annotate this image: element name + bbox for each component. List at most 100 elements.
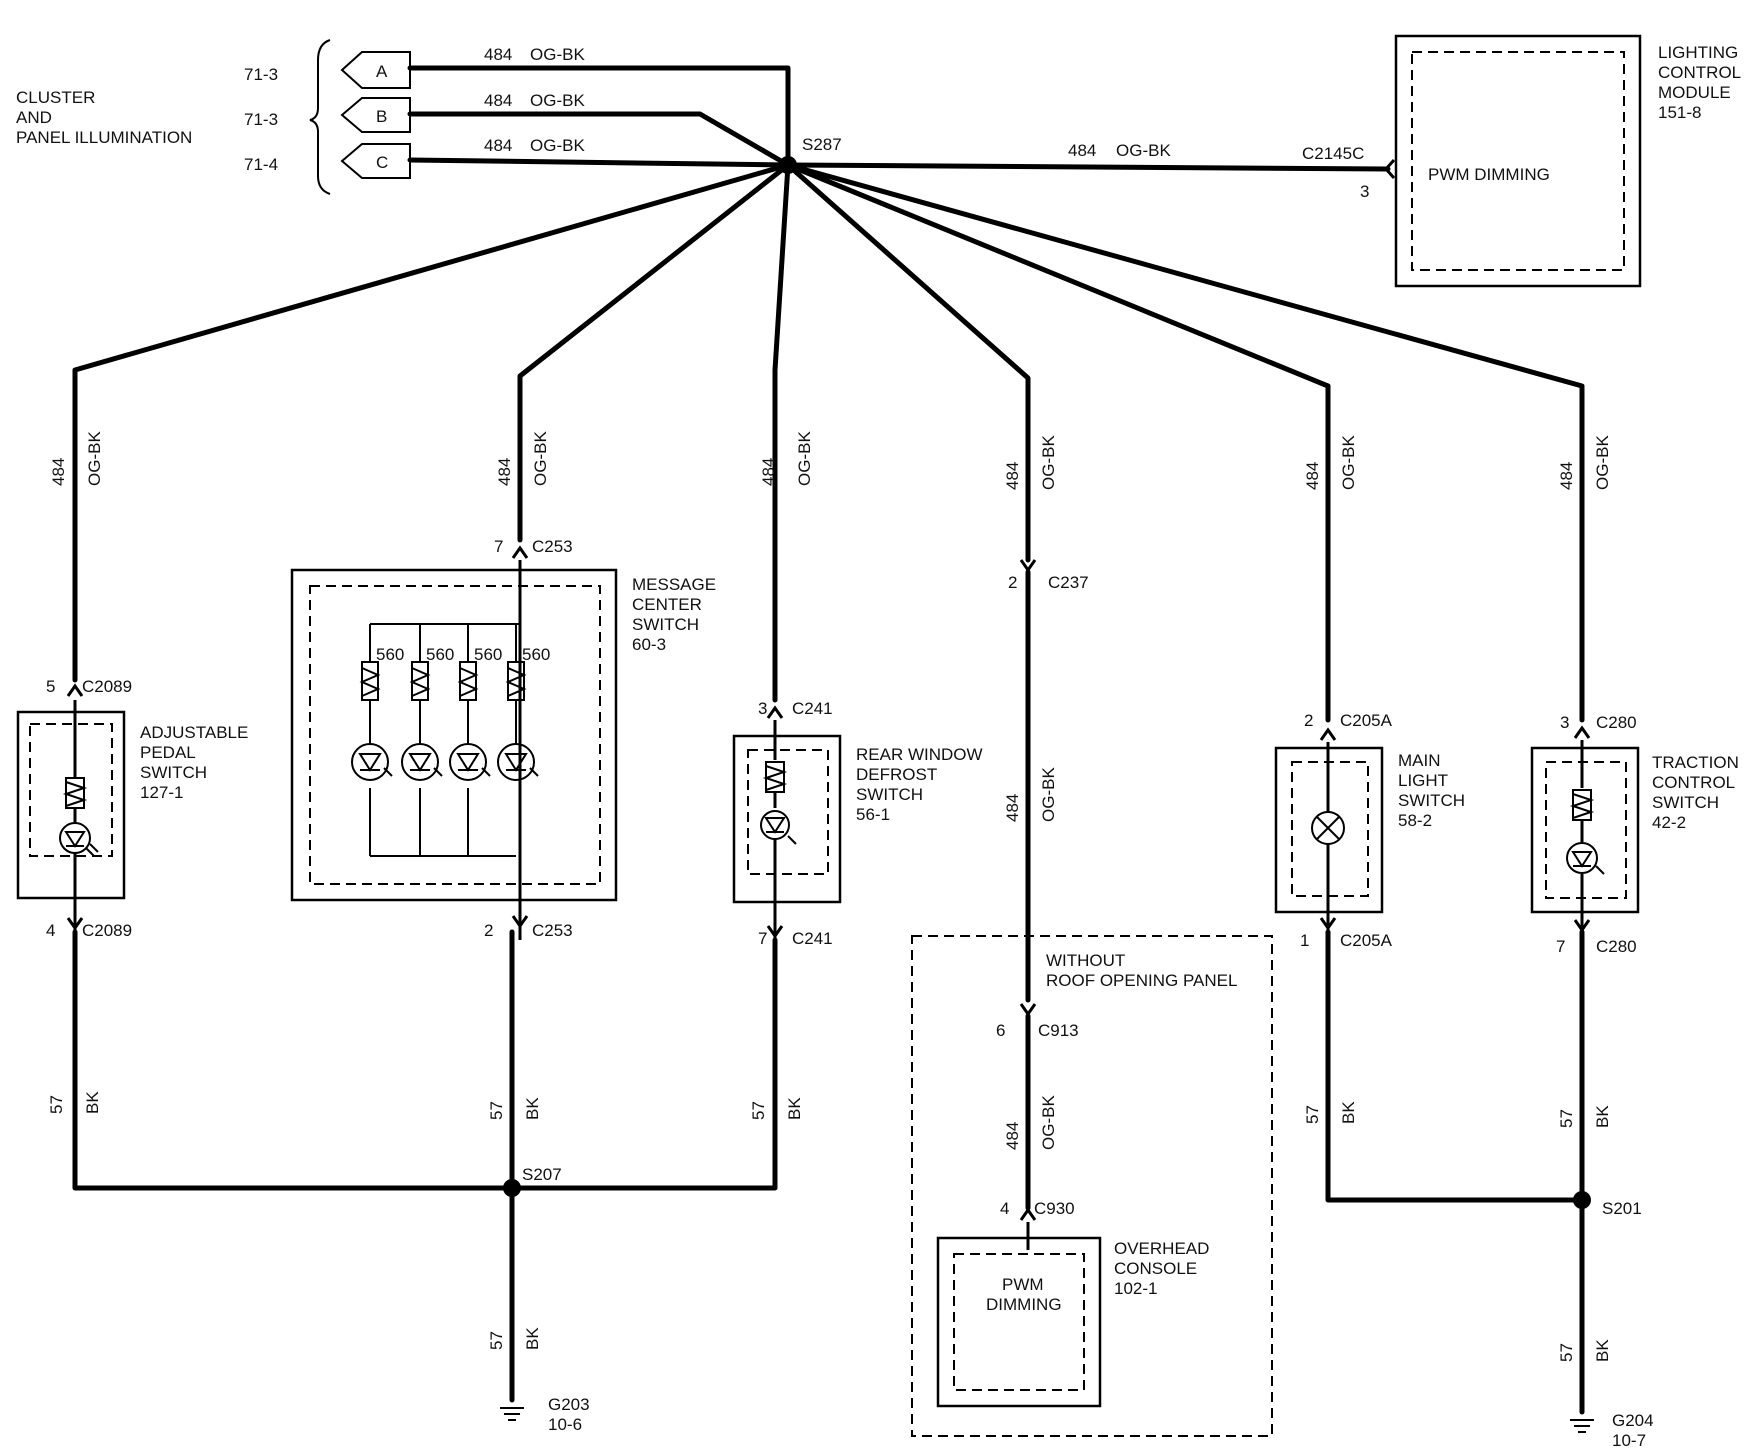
svg-text:DIMMING: DIMMING xyxy=(986,1295,1062,1314)
svg-text:127-1: 127-1 xyxy=(140,783,183,802)
svg-text:CONTROL: CONTROL xyxy=(1652,773,1735,792)
traction-control-switch: 3 C280 7 C280 TRACTION CONTROL SWITCH 42… xyxy=(1530,713,1739,956)
splice-s287-label: S287 xyxy=(802,135,842,154)
svg-text:484: 484 xyxy=(484,136,512,155)
svg-text:ADJUSTABLE: ADJUSTABLE xyxy=(140,723,248,742)
svg-text:BK: BK xyxy=(523,1097,542,1120)
svg-text:REAR WINDOW: REAR WINDOW xyxy=(856,745,983,764)
svg-text:484: 484 xyxy=(484,91,512,110)
svg-text:4: 4 xyxy=(46,921,55,940)
svg-text:C2089: C2089 xyxy=(82,677,132,696)
svg-text:71-3: 71-3 xyxy=(244,65,278,84)
svg-text:OVERHEAD: OVERHEAD xyxy=(1114,1239,1209,1258)
lcm-connector: C2145C xyxy=(1302,144,1364,163)
svg-text:5: 5 xyxy=(46,677,55,696)
svg-text:484: 484 xyxy=(1557,462,1576,490)
message-center-switch: 7 C253 560 560 560 560 xyxy=(290,537,716,940)
svg-text:DEFROST: DEFROST xyxy=(856,765,937,784)
svg-text:OG-BK: OG-BK xyxy=(1593,435,1612,490)
c237-connector: 2 C237 xyxy=(1008,559,1089,592)
svg-text:LIGHTING: LIGHTING xyxy=(1658,43,1738,62)
svg-text:MAIN: MAIN xyxy=(1398,751,1441,770)
led-icon xyxy=(497,743,539,781)
lamp-icon xyxy=(1311,811,1345,845)
svg-text:MESSAGE: MESSAGE xyxy=(632,575,716,594)
svg-text:CONSOLE: CONSOLE xyxy=(1114,1259,1197,1278)
svg-text:7: 7 xyxy=(1556,937,1565,956)
svg-text:484: 484 xyxy=(484,45,512,64)
svg-text:2: 2 xyxy=(1008,573,1017,592)
svg-text:56-1: 56-1 xyxy=(856,805,890,824)
svg-text:57: 57 xyxy=(749,1101,768,1120)
svg-text:57: 57 xyxy=(1557,1343,1576,1362)
svg-text:2: 2 xyxy=(484,921,493,940)
svg-text:C913: C913 xyxy=(1038,1021,1079,1040)
resistor-1: 560 xyxy=(359,645,404,701)
svg-text:BK: BK xyxy=(1593,1105,1612,1128)
branch-5-wire-label: 484 OG-BK xyxy=(1303,435,1358,490)
svg-text:SWITCH: SWITCH xyxy=(140,763,207,782)
svg-text:560: 560 xyxy=(474,645,502,664)
svg-text:AND: AND xyxy=(16,108,52,127)
wire-branch-4 xyxy=(785,162,1031,563)
svg-text:C237: C237 xyxy=(1048,573,1089,592)
svg-text:C205A: C205A xyxy=(1340,931,1393,950)
svg-text:B: B xyxy=(376,107,387,126)
svg-text:C930: C930 xyxy=(1034,1199,1075,1218)
svg-text:MODULE: MODULE xyxy=(1658,83,1731,102)
svg-text:560: 560 xyxy=(376,645,404,664)
svg-text:CENTER: CENTER xyxy=(632,595,702,614)
lighting-control-module: PWM DIMMING LIGHTING CONTROL MODULE 151-… xyxy=(1394,34,1741,288)
svg-text:A: A xyxy=(376,62,388,81)
svg-text:484: 484 xyxy=(1003,462,1022,490)
svg-text:151-8: 151-8 xyxy=(1658,103,1701,122)
wire-lcm-color: OG-BK xyxy=(1116,141,1171,160)
resistor-2: 560 xyxy=(409,645,454,701)
svg-text:PWM DIMMING: PWM DIMMING xyxy=(1428,165,1550,184)
overhead-console: PWM DIMMING OVERHEAD CONSOLE 102-1 xyxy=(936,1236,1209,1408)
svg-text:4: 4 xyxy=(1000,1199,1009,1218)
svg-text:OG-BK: OG-BK xyxy=(530,136,585,155)
branch-6-wire-label: 484 OG-BK xyxy=(1557,435,1612,490)
svg-text:CONTROL: CONTROL xyxy=(1658,63,1741,82)
ground-wire-branch-5 xyxy=(1325,929,1585,1203)
wire-b xyxy=(407,111,791,168)
splice-s207-label: S207 xyxy=(522,1165,562,1184)
svg-text:102-1: 102-1 xyxy=(1114,1279,1157,1298)
svg-text:OG-BK: OG-BK xyxy=(1339,435,1358,490)
svg-text:560: 560 xyxy=(522,645,550,664)
svg-text:ROOF OPENING PANEL: ROOF OPENING PANEL xyxy=(1046,971,1237,990)
svg-text:PANEL ILLUMINATION: PANEL ILLUMINATION xyxy=(16,128,192,147)
svg-text:10-7: 10-7 xyxy=(1612,1431,1646,1450)
svg-text:42-2: 42-2 xyxy=(1652,813,1686,832)
svg-text:C: C xyxy=(376,153,388,172)
ground-wire-labels-left: 57 BK 57 BK 57 BK xyxy=(47,1091,804,1120)
splice-s207 xyxy=(503,1179,521,1197)
wire-lcm xyxy=(785,162,1391,172)
svg-text:C205A: C205A xyxy=(1340,711,1393,730)
svg-text:1: 1 xyxy=(1300,931,1309,950)
ground-wire-branch-1 xyxy=(72,929,515,1191)
branch-2-wire-label: 484 OG-BK xyxy=(495,431,550,486)
ground-wire-branch-3 xyxy=(509,937,778,1191)
led-icon xyxy=(351,743,393,781)
lcm-connector-symbol xyxy=(1383,159,1396,179)
svg-text:BK: BK xyxy=(523,1327,542,1350)
svg-text:7: 7 xyxy=(758,929,767,948)
svg-text:71-4: 71-4 xyxy=(244,155,278,174)
svg-text:OG-BK: OG-BK xyxy=(1039,767,1058,822)
wire-branch-2 xyxy=(517,162,791,543)
svg-text:57: 57 xyxy=(1303,1105,1322,1124)
svg-text:BK: BK xyxy=(785,1097,804,1120)
svg-text:57: 57 xyxy=(487,1331,506,1350)
svg-text:6: 6 xyxy=(996,1021,1005,1040)
svg-text:PWM: PWM xyxy=(1002,1275,1044,1294)
svg-text:G203: G203 xyxy=(548,1395,590,1414)
svg-text:WITHOUT: WITHOUT xyxy=(1046,951,1125,970)
lcm-pin: 3 xyxy=(1360,182,1369,201)
svg-text:OG-BK: OG-BK xyxy=(531,431,550,486)
roof-option-region: WITHOUT ROOF OPENING PANEL 6 C913 484 OG… xyxy=(911,935,1273,1437)
wire-branch-1 xyxy=(72,162,791,683)
svg-text:SWITCH: SWITCH xyxy=(1652,793,1719,812)
